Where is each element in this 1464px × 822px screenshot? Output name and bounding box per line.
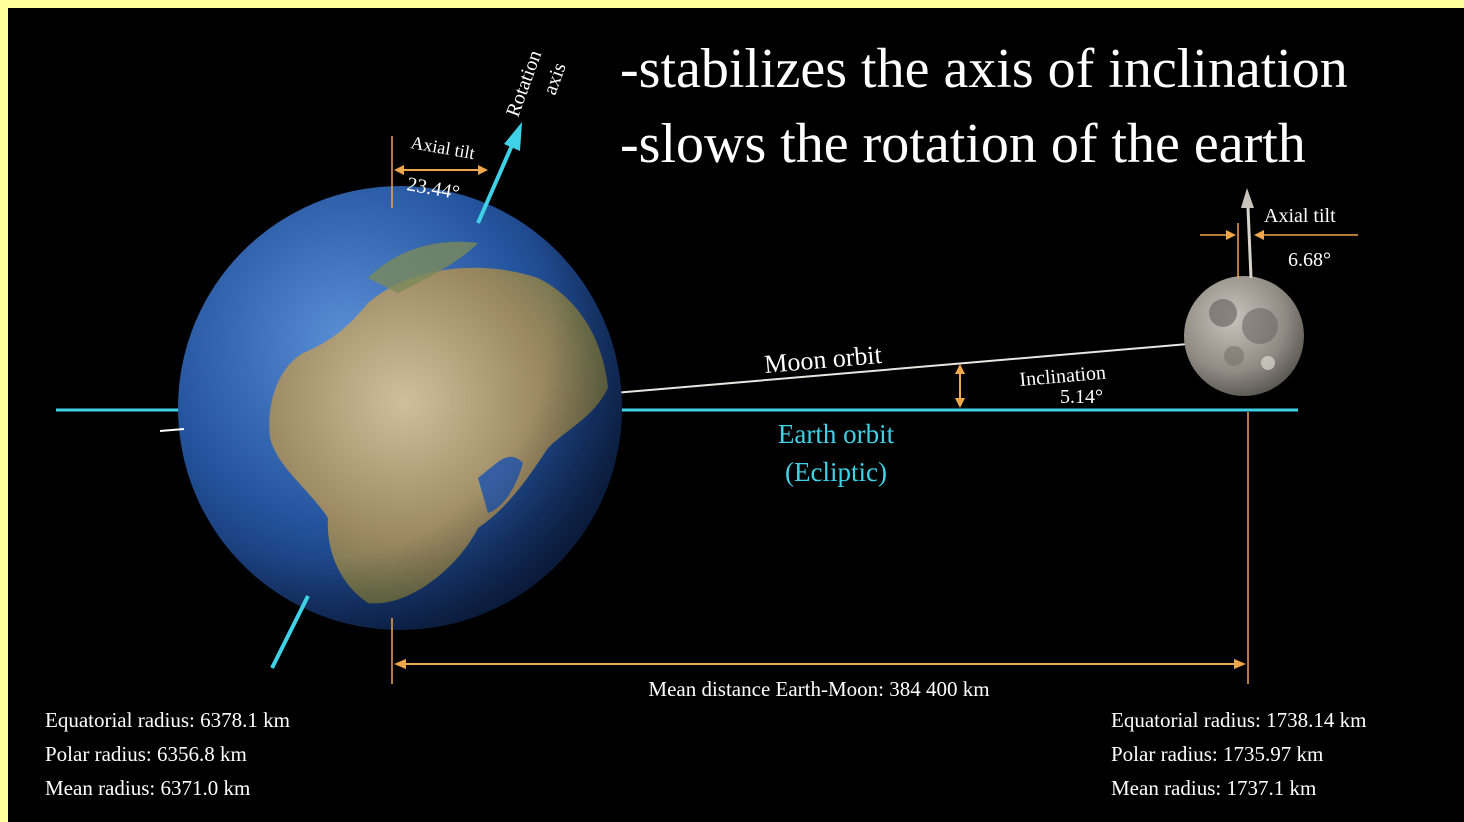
moon-rotation-axis-arrowhead — [1241, 188, 1254, 208]
earth-axial-tilt-label: Axial tilt — [409, 132, 476, 163]
earth-globe — [178, 186, 622, 630]
diagram-svg: Rotation axis Axial tilt 23.44° Axial ti… — [56, 47, 1358, 701]
earth-orbit-label: Earth orbit — [778, 419, 895, 449]
moon-mean-radius: Mean radius: 1737.1 km — [1111, 776, 1317, 800]
moon-axial-tilt-label: Axial tilt — [1264, 205, 1336, 227]
mean-distance-label: Mean distance Earth-Moon: 384 400 km — [648, 677, 989, 701]
rotation-axis-label-2: axis — [539, 60, 571, 98]
diagram-canvas: Rotation axis Axial tilt 23.44° Axial ti… — [8, 8, 1464, 822]
moon-orbit-line — [602, 343, 1189, 395]
moon-axial-tilt-value: 6.68° — [1288, 249, 1331, 271]
moon-polar-radius: Polar radius: 1735.97 km — [1111, 742, 1324, 766]
earth-stats: Equatorial radius: 6378.1 km Polar radiu… — [45, 703, 290, 805]
moon-orbit-label: Moon orbit — [763, 340, 884, 379]
inclination-value: 5.14° — [1060, 386, 1103, 408]
moon-globe — [1184, 276, 1304, 396]
earth-mean-radius: Mean radius: 6371.0 km — [45, 776, 251, 800]
moon-rotation-axis — [1246, 207, 1253, 279]
earth-equatorial-radius: Equatorial radius: 6378.1 km — [45, 708, 290, 732]
headline-line-2: -slows the rotation of the earth — [620, 113, 1306, 175]
earth-polar-radius: Polar radius: 6356.8 km — [45, 742, 247, 766]
earth-rotation-axis-arrowhead — [504, 122, 522, 151]
moon-stats: Equatorial radius: 1738.14 km Polar radi… — [1111, 703, 1366, 805]
ecliptic-label: (Ecliptic) — [785, 457, 887, 487]
moon-equatorial-radius: Equatorial radius: 1738.14 km — [1111, 708, 1367, 732]
headline-line-1: -stabilizes the axis of inclination — [620, 38, 1348, 100]
earth-rotation-axis-top — [476, 142, 515, 224]
rotation-axis-label-1: Rotation — [502, 47, 546, 119]
earth-rotation-axis-bottom — [270, 595, 310, 669]
